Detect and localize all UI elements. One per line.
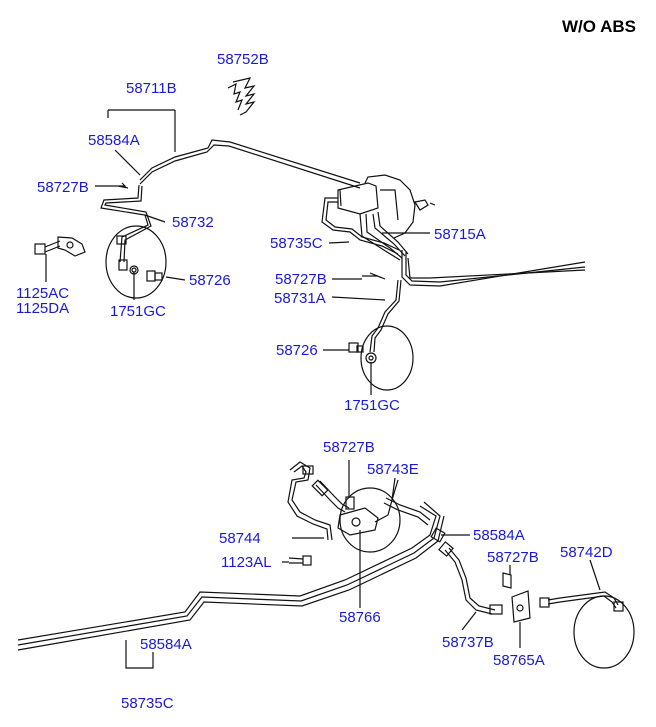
part-label: 1123AL (221, 554, 272, 571)
part-label: 58726 (189, 272, 231, 289)
part-label: 58765A (493, 652, 545, 669)
pipe-bundle (321, 197, 586, 287)
spring-clip (227, 77, 256, 116)
part-label: 58766 (339, 609, 381, 626)
brake-pipe-58731a (369, 279, 402, 353)
part-label: 58726 (276, 342, 318, 359)
part-label: 58584A (140, 636, 192, 653)
brake-drum-left (105, 225, 167, 299)
part-label: 58752B (217, 51, 269, 68)
part-label: 58727B (487, 549, 539, 566)
fitting (116, 235, 127, 245)
part-label: 58584A (88, 132, 140, 149)
page-title: W/O ABS (562, 17, 636, 36)
part-label: 58732 (172, 214, 214, 231)
part-label: 58735C (270, 235, 323, 252)
part-label: 1125DA (16, 300, 70, 317)
part-label: 1751GC (344, 397, 400, 414)
brake-drum-mid (360, 325, 414, 391)
part-label: 58743E (367, 461, 419, 478)
clip-right (502, 572, 512, 589)
brake-pipe-58732 (100, 184, 152, 263)
brake-pipe-58742d (547, 591, 619, 609)
brake-drum-right (573, 595, 635, 669)
brake-pipe-58735c (17, 501, 445, 651)
part-label: 58715A (434, 226, 486, 243)
part-label: 58584A (473, 527, 525, 544)
brake-pipe-58737b (444, 547, 496, 615)
bracket-58765a (511, 590, 531, 623)
brake-pipe-58711b (139, 139, 361, 189)
part-label: 58742D (560, 544, 613, 561)
bolt-58726-left (146, 270, 163, 282)
part-label: 1125AC (16, 285, 70, 302)
part-label: 58727B (323, 439, 375, 456)
bolt-1125ac (34, 236, 86, 257)
part-label: 58737B (442, 634, 494, 651)
part-label: 58735C (121, 695, 174, 712)
part-label: 58744 (219, 530, 261, 547)
brake-plate-lower (339, 487, 401, 553)
brake-booster (337, 174, 436, 239)
bolt-58726-mid (348, 342, 359, 353)
part-label: 58731A (274, 290, 326, 307)
part-label: 58727B (275, 271, 327, 288)
part-label: 58727B (37, 179, 89, 196)
bolt-1123al (288, 555, 312, 566)
part-label: 1751GC (110, 303, 166, 320)
part-label: 58711B (126, 80, 177, 97)
bracket-58766 (337, 496, 379, 536)
